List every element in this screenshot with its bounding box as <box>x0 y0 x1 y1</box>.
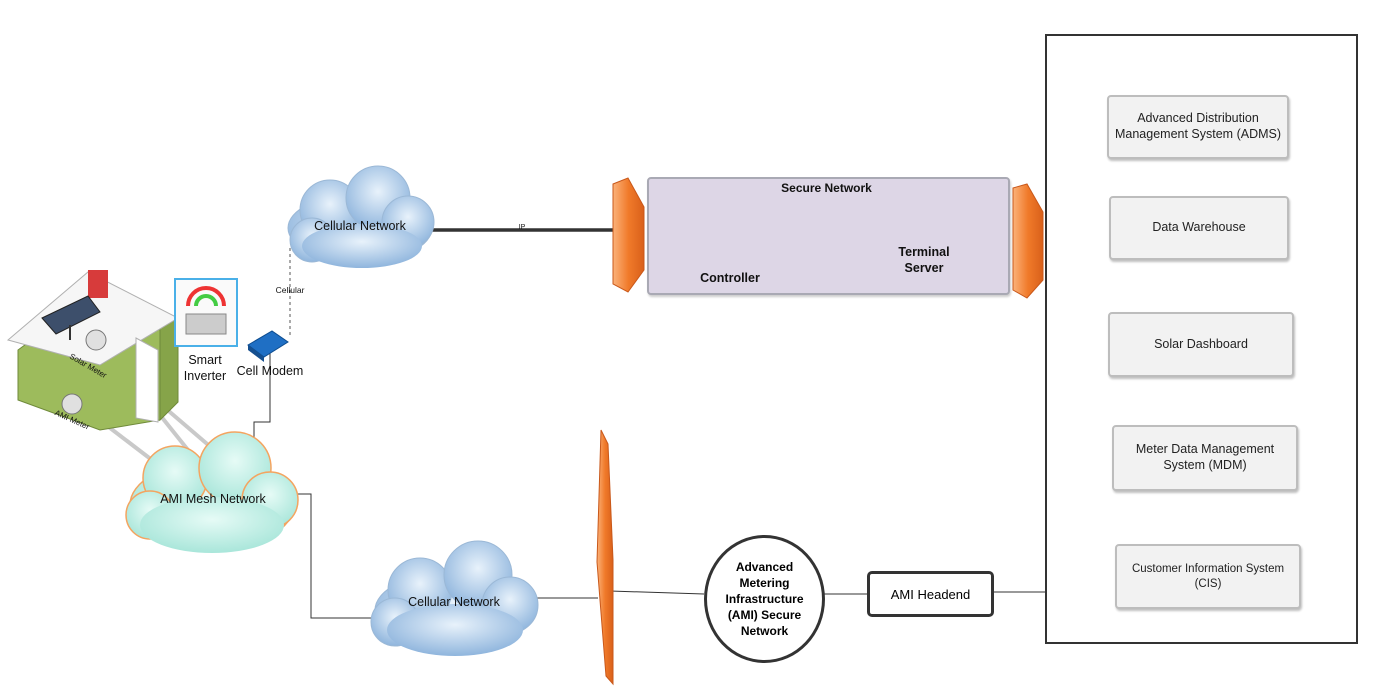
firewall-to-ami-line <box>609 590 705 595</box>
adms-label: Advanced Distribution Management System … <box>1114 111 1282 141</box>
firewall-icon <box>1012 183 1044 299</box>
cellular-network-top-label: Cellular Network <box>314 219 406 233</box>
cellular-cloud-top-icon <box>287 165 435 268</box>
mdm-label: Meter Data Management System (MDM) <box>1135 442 1275 472</box>
ami-meter-icon <box>61 393 83 415</box>
ami-mesh-cloud-icon <box>125 431 299 553</box>
data-warehouse-label: Data Warehouse <box>1152 220 1246 235</box>
mdm-box[interactable]: Meter Data Management System (MDM) <box>1112 425 1298 491</box>
ami-secure-network-label: Advanced Metering Infrastructure (AMI) S… <box>725 559 804 639</box>
smart-inverter-label: Smart Inverter <box>183 353 227 384</box>
firewall-icon <box>596 429 614 686</box>
cis-label: Customer Information System (CIS) <box>1131 563 1285 590</box>
smart-inverter-icon <box>174 278 238 347</box>
modem-to-mesh-line <box>253 352 271 440</box>
solar-panel-icon <box>41 295 101 340</box>
ip-link-label: IP <box>518 224 526 231</box>
solar-meter-icon <box>85 329 107 351</box>
solar-dashboard-box[interactable]: Solar Dashboard <box>1108 312 1294 377</box>
solar-dashboard-label: Solar Dashboard <box>1154 336 1248 351</box>
ami-headend-node[interactable]: AMI Headend <box>867 571 994 617</box>
terminal-server-label: Terminal Server <box>898 245 950 276</box>
cellular-cloud-bottom-icon <box>370 540 539 656</box>
ami-headend-label: AMI Headend <box>890 586 971 602</box>
controller-label: Controller <box>700 271 760 285</box>
adms-box[interactable]: Advanced Distribution Management System … <box>1107 95 1289 159</box>
cellular-network-bottom-label: Cellular Network <box>408 595 500 609</box>
cellular-link-label: Cellular <box>275 285 305 295</box>
ami-mesh-network-label: AMI Mesh Network <box>160 492 266 506</box>
cis-box[interactable]: Customer Information System (CIS) <box>1115 544 1301 609</box>
ami-secure-network-node[interactable]: Advanced Metering Infrastructure (AMI) S… <box>704 535 825 663</box>
data-warehouse-box[interactable]: Data Warehouse <box>1109 196 1289 260</box>
firewall-icon <box>612 177 645 293</box>
mesh-to-cellular-line <box>296 493 386 619</box>
secure-network-box[interactable] <box>647 177 1010 295</box>
cell-modem-label: Cell Modem <box>236 364 304 378</box>
secure-network-title: Secure Network <box>781 181 872 195</box>
cell-modem-icon <box>247 330 289 362</box>
